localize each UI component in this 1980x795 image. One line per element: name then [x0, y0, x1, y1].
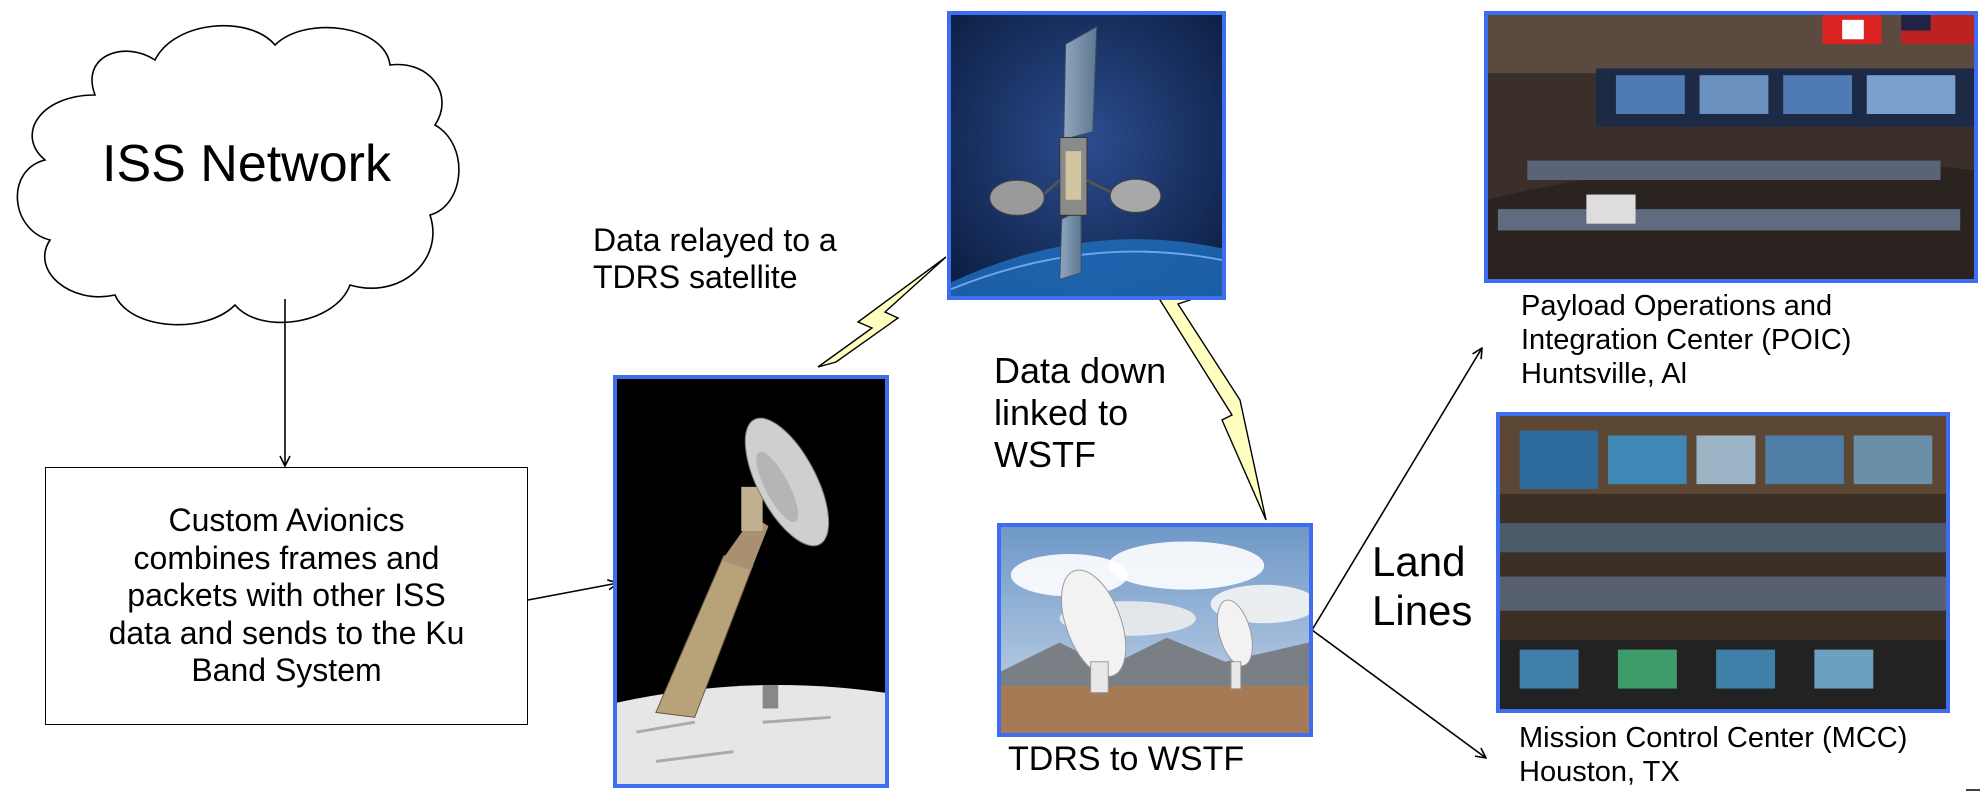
lightning-uplink [817, 256, 947, 368]
cloud-label: ISS Network [102, 135, 391, 193]
wstf-ground-station-image [997, 523, 1313, 737]
arrow-landline-mcc [1311, 629, 1486, 758]
avionics-text: Custom Avionics combines frames and pack… [108, 502, 465, 689]
land-lines-label: Land Lines [1372, 538, 1473, 635]
avionics-box: Custom Avionics combines frames and pack… [45, 467, 528, 725]
poic-control-room-image [1484, 11, 1978, 283]
downlink-label: Data down linked to WSTF [994, 350, 1167, 476]
mcc-control-room-image [1496, 412, 1950, 713]
relay-label: Data relayed to a TDRS satellite [593, 222, 837, 296]
cloud-shape [16, 25, 460, 326]
iss-ku-antenna-image [613, 375, 889, 788]
arrow-landline-poic [1311, 348, 1482, 631]
tdrs-wstf-caption: TDRS to WSTF [1008, 740, 1245, 778]
poic-caption: Payload Operations and Integration Cente… [1521, 290, 1852, 390]
mcc-caption: Mission Control Center (MCC) Houston, TX [1519, 722, 1908, 788]
arrow-avionics-to-antenna [527, 583, 618, 601]
tdrs-satellite-image [947, 11, 1226, 300]
